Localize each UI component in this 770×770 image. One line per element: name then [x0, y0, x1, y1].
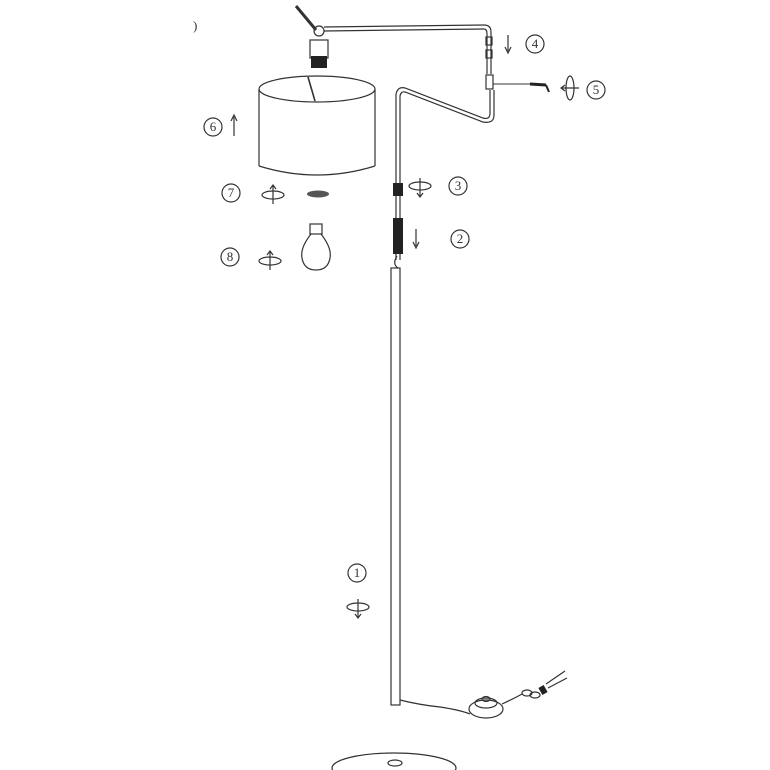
light-bulb: [301, 223, 331, 271]
svg-text:8: 8: [227, 249, 234, 264]
svg-text:6: 6: [210, 119, 217, 134]
socket-assembly: [294, 5, 329, 68]
rotate-icon: [408, 178, 432, 198]
rotate-icon: [258, 250, 282, 270]
step-6: 6: [203, 113, 238, 137]
rotate-icon: [346, 599, 370, 619]
svg-text:7: 7: [228, 185, 235, 200]
svg-text:2: 2: [457, 231, 464, 246]
upper-pole: [393, 180, 403, 269]
pole: [390, 267, 401, 706]
up-arrow-icon: [230, 113, 238, 136]
step-1: 1: [346, 563, 370, 619]
svg-text:5: 5: [593, 82, 600, 97]
step-4: 4: [504, 34, 545, 55]
svg-text:4: 4: [532, 36, 539, 51]
svg-text:3: 3: [455, 178, 462, 193]
step-5: 5: [560, 75, 606, 101]
step-8: 8: [220, 247, 282, 270]
rotate-icon: [261, 184, 285, 204]
power-cord: [399, 670, 568, 719]
shade-ring: [307, 190, 329, 198]
rotate-icon: [560, 75, 579, 101]
step-2: 2: [412, 229, 470, 250]
lamp-shade: [258, 75, 376, 176]
down-arrow-icon: [504, 35, 512, 55]
corner-mark: ): [193, 18, 197, 33]
swing-arm: [323, 24, 550, 180]
lamp-base: [331, 752, 457, 770]
step-3: 3: [408, 176, 468, 198]
down-arrow-icon: [412, 229, 420, 250]
step-7: 7: [221, 183, 285, 204]
svg-text:1: 1: [354, 565, 361, 580]
